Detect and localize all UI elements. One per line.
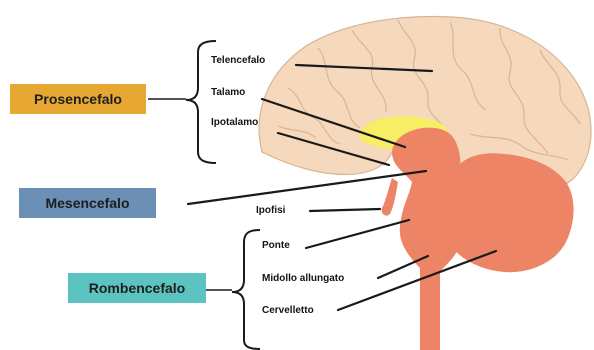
ipotalamo-label: Ipotalamo bbox=[211, 117, 258, 129]
leader-ipofisi bbox=[310, 209, 380, 211]
bracket-rombencefalo bbox=[232, 230, 260, 349]
telencefalo-label: Telencefalo bbox=[211, 55, 265, 67]
pituitary-shape bbox=[382, 178, 398, 216]
leader-ponte bbox=[306, 220, 409, 248]
talamo-label: Talamo bbox=[211, 87, 245, 99]
brainstem-shape bbox=[392, 128, 467, 350]
prosencefalo-box: Prosencefalo bbox=[10, 84, 146, 114]
rombencefalo-box: Rombencefalo bbox=[68, 273, 206, 303]
mesencefalo-box: Mesencefalo bbox=[19, 188, 156, 218]
ponte-label: Ponte bbox=[262, 240, 290, 252]
midollo-allungato-label: Midollo allungato bbox=[262, 273, 344, 285]
ipofisi-label: Ipofisi bbox=[256, 205, 285, 217]
cervelletto-label: Cervelletto bbox=[262, 305, 314, 317]
